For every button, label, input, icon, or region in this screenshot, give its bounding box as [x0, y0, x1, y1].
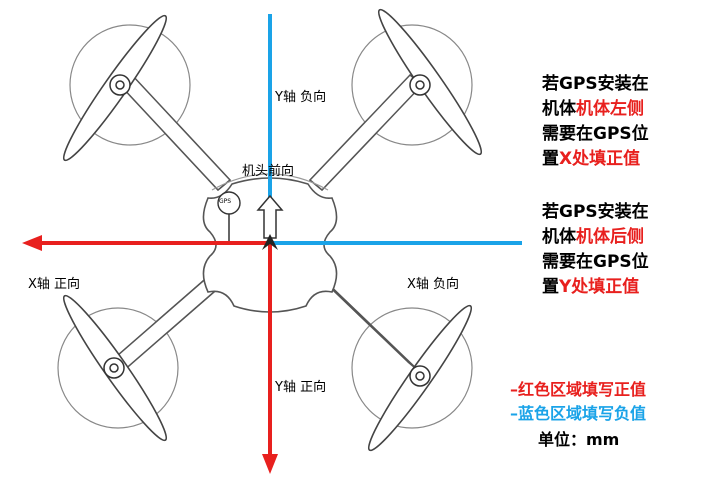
note-rear-line4: 置Y处填正值	[542, 275, 649, 300]
note-gps-rear: 若GPS安装在 机体机体后侧 需要在GPS位 置Y处填正值	[542, 200, 649, 300]
note-rear-line4-black: 置	[542, 277, 559, 297]
note-gps-left: 若GPS安装在 机体机体左侧 需要在GPS位 置X处填正值	[542, 72, 649, 172]
note-rear-line2-black: 机体	[542, 227, 576, 247]
gps-module	[217, 191, 268, 243]
legend-blue: –蓝色区域填写负值	[510, 404, 647, 423]
x-positive-arrowhead	[22, 235, 42, 251]
y-negative-label: Y轴 负向	[275, 90, 327, 105]
unit-label: 单位：mm	[538, 430, 620, 449]
note-left-line2-red: 机体左侧	[576, 99, 644, 119]
note-left-line4-red: X处填正值	[559, 149, 641, 169]
note-rear-line2-red: 机体后侧	[576, 227, 644, 247]
note-left-line3: 需要在GPS位	[542, 124, 649, 144]
note-rear-line1: 若GPS安装在	[542, 202, 649, 222]
y-positive-arrowhead	[262, 454, 278, 474]
note-rear-line2: 机体机体后侧	[542, 225, 649, 250]
note-left-line2-black: 机体	[542, 99, 576, 119]
note-rear-line3: 需要在GPS位	[542, 252, 649, 272]
x-positive-label: X轴 正向	[28, 277, 81, 292]
nose-direction-arrow	[256, 194, 284, 250]
motor-hubs	[103, 74, 431, 387]
y-positive-label: Y轴 正向	[275, 380, 327, 395]
note-left-line2: 机体机体左侧	[542, 97, 649, 122]
x-negative-label: X轴 负向	[407, 277, 460, 292]
axes	[22, 14, 522, 474]
legend-red: –红色区域填写正值	[510, 380, 647, 399]
note-left-line4: 置X处填正值	[542, 147, 649, 172]
nose-direction-label: 机头前向	[242, 164, 295, 179]
note-left-line1: 若GPS安装在	[542, 74, 649, 94]
note-rear-line4-red: Y处填正值	[559, 277, 640, 297]
note-left-line4-black: 置	[542, 149, 559, 169]
gps-label: GPS	[219, 198, 232, 205]
